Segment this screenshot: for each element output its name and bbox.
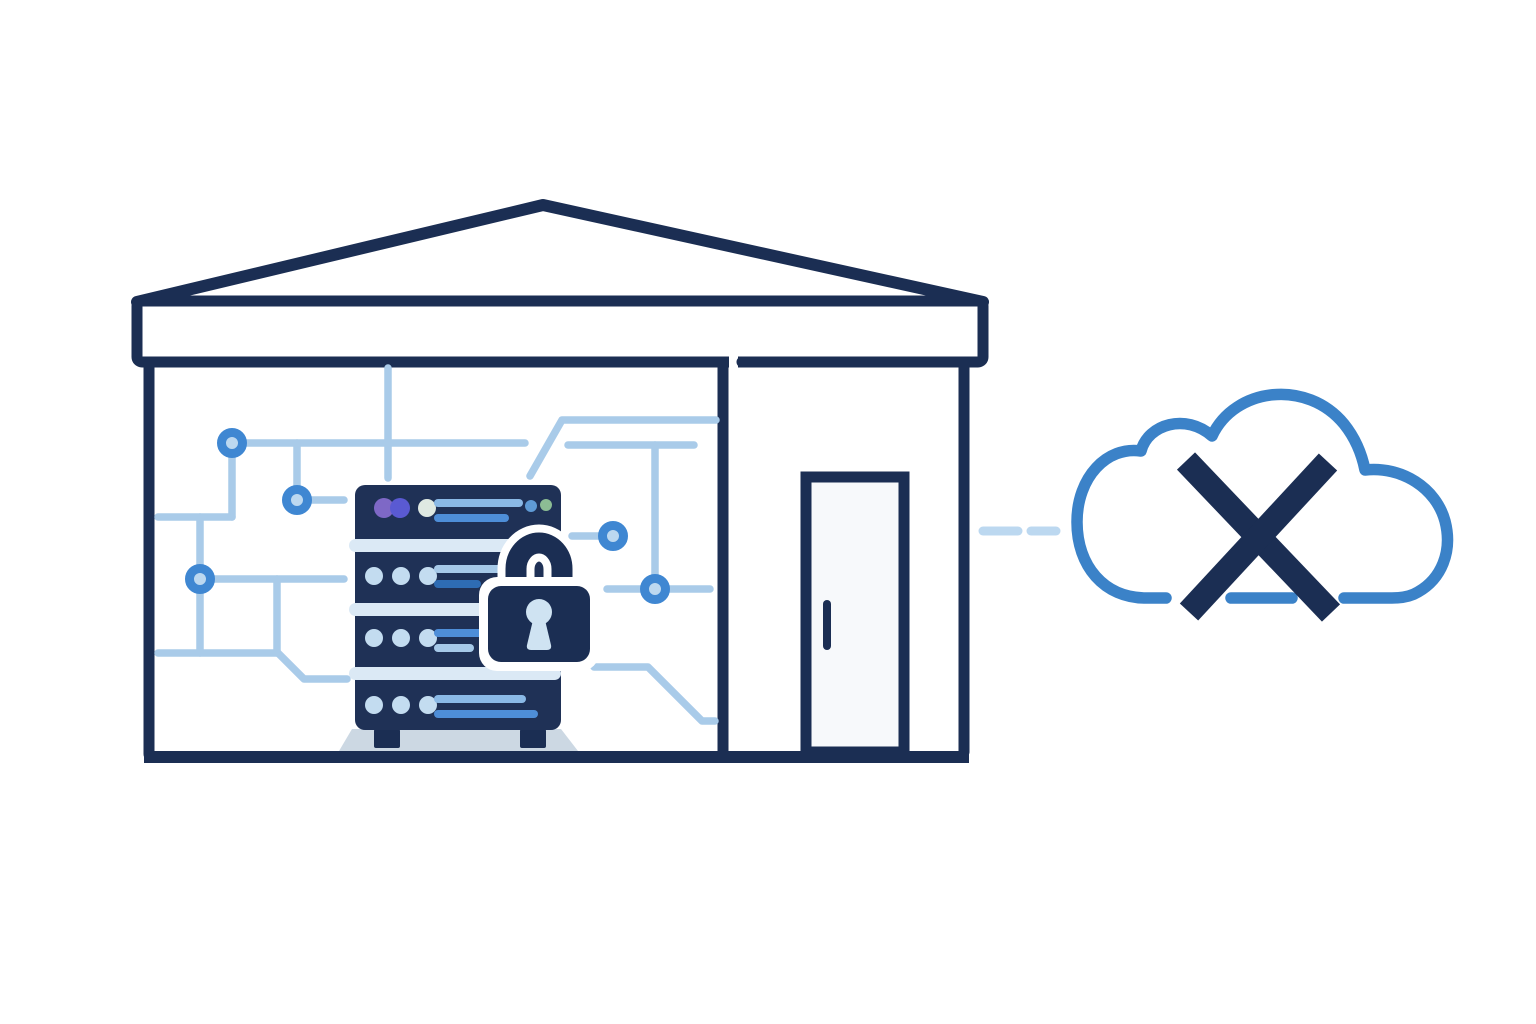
rack-foot — [374, 729, 400, 748]
circuit-traces — [154, 364, 720, 725]
status-dot — [392, 629, 410, 647]
cloud-outline — [1071, 388, 1454, 604]
status-dot — [392, 567, 410, 585]
circuit-line-upper-right — [526, 416, 720, 480]
circuit-node — [598, 521, 628, 551]
status-dot — [419, 629, 437, 647]
circuit-node — [282, 485, 312, 515]
status-dot — [419, 567, 437, 585]
status-dot — [365, 629, 383, 647]
door-panel — [800, 471, 910, 758]
roof — [131, 199, 989, 308]
circuit-node — [185, 564, 215, 594]
circuit-node — [217, 428, 247, 458]
status-dot — [419, 696, 437, 714]
status-dot — [365, 696, 383, 714]
padlock-shackle — [505, 532, 573, 605]
status-dot — [390, 498, 410, 518]
padlock-icon — [479, 524, 599, 671]
rack-unit-4 — [365, 695, 538, 718]
status-dot — [418, 499, 436, 517]
roof-fascia — [131, 295, 989, 368]
circuit-line-bottom-left — [154, 649, 351, 683]
indicator-dot — [540, 499, 552, 511]
status-dot — [374, 498, 394, 518]
x-stroke — [1179, 453, 1338, 621]
rack-unit-1 — [374, 498, 552, 522]
circuit-line-bottom-right — [590, 663, 719, 725]
cloud-icon — [1071, 388, 1454, 622]
indicator-dot — [525, 500, 537, 512]
status-dot — [392, 696, 410, 714]
wall-gap — [729, 351, 738, 372]
x-mark-icon — [1176, 452, 1341, 622]
circuit-node — [640, 574, 670, 604]
keyhole-stem — [526, 620, 552, 650]
keyhole — [526, 599, 552, 625]
rack-foot — [520, 729, 546, 748]
right-wall — [736, 356, 970, 758]
door — [800, 471, 910, 758]
status-dot — [365, 567, 383, 585]
